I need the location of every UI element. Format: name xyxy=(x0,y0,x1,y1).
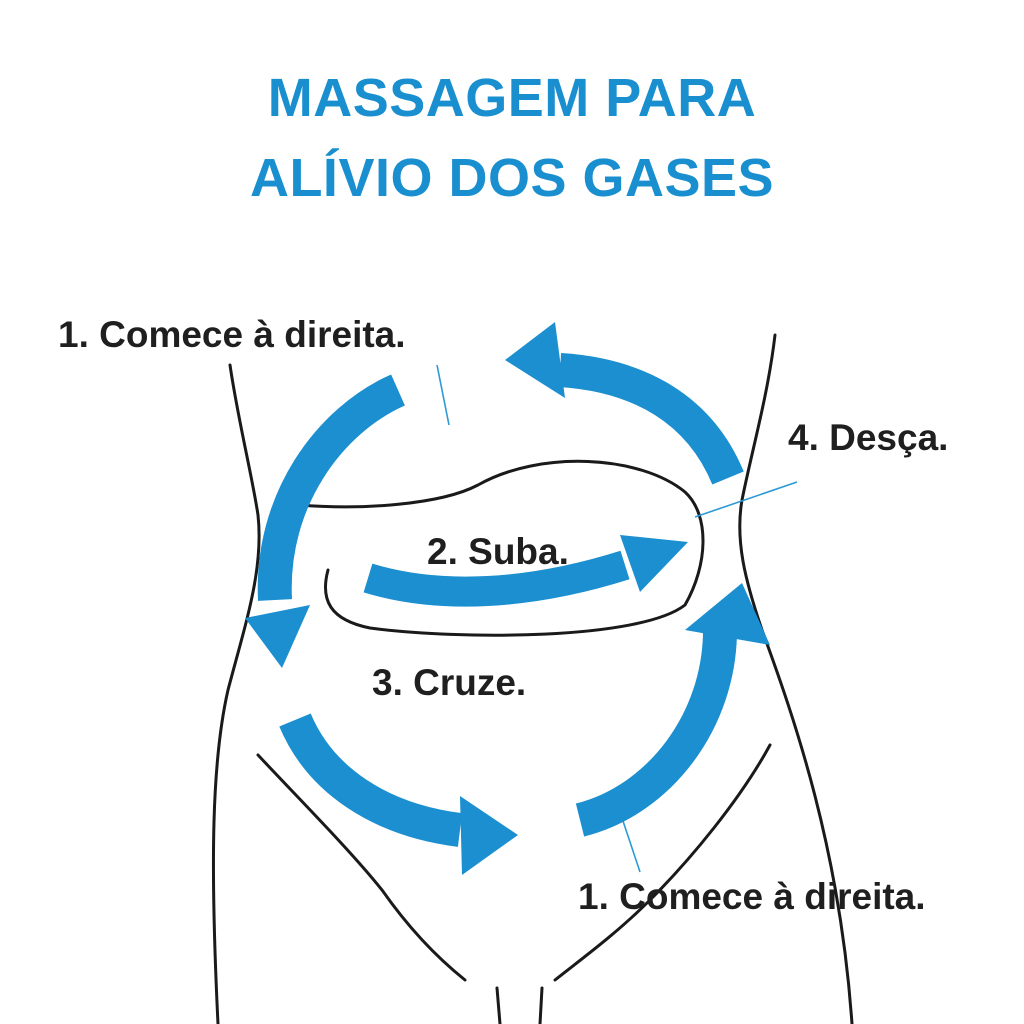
title-line-1: MASSAGEM PARA xyxy=(267,68,757,128)
curved-arrow-icon xyxy=(558,353,744,485)
left-groin-line xyxy=(256,753,467,982)
arrowhead-icon xyxy=(620,535,688,592)
step-label-start-bottom: 1. Comece à direita. xyxy=(578,876,926,917)
body-outline xyxy=(211,333,854,1024)
leader-line-right xyxy=(694,481,798,518)
arrowhead-icon xyxy=(245,605,310,668)
torso-left-outline xyxy=(211,363,261,1024)
right-leg-line xyxy=(538,986,544,1024)
step-label-start-top: 1. Comece à direita. xyxy=(58,314,406,355)
torso-right-outline xyxy=(738,333,854,1024)
step-label-down: 4. Desça. xyxy=(788,417,949,458)
title-line-2: ALÍVIO DOS GASES xyxy=(249,148,775,208)
arrowhead-icon xyxy=(505,322,565,398)
curved-arrow-icon xyxy=(279,712,463,847)
right-groin-line xyxy=(553,743,772,982)
step-label-up: 2. Suba. xyxy=(427,531,569,572)
curved-arrow-icon xyxy=(575,629,737,837)
arrowhead-icon xyxy=(460,796,518,875)
curved-arrow-icon xyxy=(257,374,406,601)
arrowhead-icon xyxy=(685,583,770,645)
leader-lines xyxy=(436,364,798,873)
curved-arrow-icon xyxy=(363,550,630,607)
massage-arrows xyxy=(245,322,770,875)
navel-area-outline xyxy=(298,459,705,637)
leader-line-bottom xyxy=(621,817,641,873)
step-label-cross: 3. Cruze. xyxy=(372,662,527,703)
left-leg-line xyxy=(495,986,502,1024)
leader-line-top xyxy=(436,364,450,426)
